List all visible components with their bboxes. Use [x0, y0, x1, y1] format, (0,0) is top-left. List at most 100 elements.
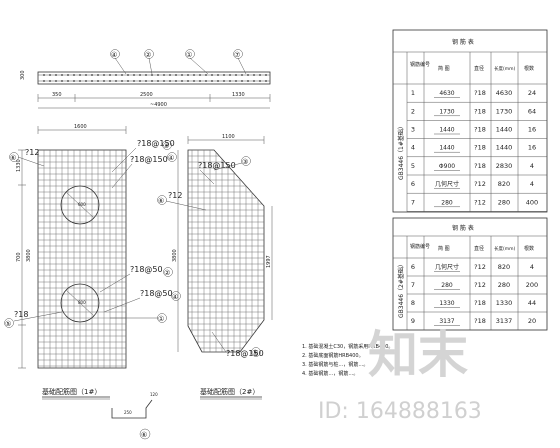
table-cell-row-dia: ?12 [474, 180, 486, 188]
table-cell-row-no: 9 [411, 317, 415, 325]
panel1-side-dim-2: 700 [16, 252, 22, 262]
table-cell-row-len: 4630 [496, 89, 513, 97]
table-cell-row-len: 280 [498, 281, 510, 289]
panel1-callout-3: ③ [163, 142, 169, 150]
table-cell-row-len: 3137 [496, 317, 513, 325]
rebar-dot [43, 74, 45, 76]
rebar-dot [85, 80, 87, 82]
foundation-strip-elevation: 300 350 2500 1330 ~4900 ④ ② ① ⑦ [20, 49, 271, 109]
table-cell-row-len: 1440 [496, 126, 513, 134]
rebar-dot [115, 74, 117, 76]
table1-title: 钢 筋 表 [452, 38, 474, 46]
hole-label-lower: 800 [78, 300, 86, 305]
rebar-dot [205, 80, 207, 82]
table-cell-row-dia: ?18 [474, 317, 486, 325]
table-cell-row-no: 4 [411, 144, 415, 152]
panel2-callout-6: ⑥ [158, 197, 164, 205]
rebar-dot [133, 74, 135, 76]
watermark: 知末 ID: 164888163 [318, 326, 482, 424]
table-cell-row-shape: 1330 [439, 300, 454, 307]
rebar-dot [157, 80, 159, 82]
rebar-dot [193, 74, 195, 76]
rebar-dot [265, 74, 267, 76]
panel1-caption: 基础配筋图（1#） [42, 387, 101, 396]
rebar-dot [151, 80, 153, 82]
rebar-dot [169, 80, 171, 82]
note-4: 4. 基础钢筋…，钢筋…。 [302, 370, 358, 377]
panel2-label-top-rebar: ?18@150 [198, 161, 236, 170]
rebar-dot [67, 80, 69, 82]
rebar-dot [253, 80, 255, 82]
rebar-dot [217, 74, 219, 76]
table-cell-row-no: 8 [411, 299, 415, 307]
table1-header-dia: 直径 [474, 65, 484, 72]
strip-callout-7: ⑦ [234, 51, 240, 59]
table-cell-row-shape: 3137 [439, 318, 454, 325]
rebar-dot [109, 74, 111, 76]
rebar-dot [43, 80, 45, 82]
table-cell-row-dia: ?18 [474, 144, 486, 152]
panel1-callout-5: ⑤ [5, 320, 11, 328]
panel2-callout-9: ⑨ [252, 349, 258, 357]
table2-header-shape: 简 图 [438, 245, 450, 252]
table-cell-row-dia: ?12 [474, 198, 486, 206]
rebar-dot [181, 80, 183, 82]
notes-block: 1. 基础混凝土C30，钢筋采用HRB400。 2. 基础底面钢筋HRB400。… [302, 343, 393, 377]
rebar-dot [259, 80, 261, 82]
detail-dim-2: 120 [150, 392, 158, 397]
strip-callout-4: ④ [111, 51, 117, 59]
foundation-plan-1: 600 800 1600 1330 700 3800 ⑥ ?12 ?18@150… [4, 124, 181, 400]
table-cell-row-len: 1440 [496, 144, 513, 152]
table-cell-row-len: 820 [498, 263, 510, 271]
rebar-dot [181, 74, 183, 76]
rebar-dot [61, 80, 63, 82]
rebar-dot [49, 74, 51, 76]
table-cell-row-cnt: 24 [528, 89, 536, 97]
table-cell-row-shape: 1730 [439, 108, 454, 115]
rebar-dot [163, 74, 165, 76]
rebar-dot [265, 80, 267, 82]
rebar-dot [211, 80, 213, 82]
panel1-side-dim-1: 1330 [16, 159, 22, 172]
table-cell-row-no: 7 [411, 198, 415, 206]
table1-header-shape: 简 图 [438, 65, 450, 72]
strip-dim-3: 1330 [232, 92, 245, 98]
rebar-dot [145, 74, 147, 76]
panel1-callout-4b: ④ [172, 293, 178, 301]
rebar-dot [211, 74, 213, 76]
rebar-dot [193, 80, 195, 82]
rebar-dot [187, 80, 189, 82]
rebar-dot [73, 80, 75, 82]
table-cell-row-len: 820 [498, 180, 510, 188]
detail-dim-1: 250 [124, 410, 132, 415]
table1-group-label: GB3446（1#基础） [397, 123, 405, 180]
rebar-dot [247, 74, 249, 76]
rebar-dot [55, 74, 57, 76]
rebar-dot [199, 80, 201, 82]
table-cell-row-dia: ?18 [474, 126, 486, 134]
table-cell-row-dia: ?12 [474, 281, 486, 289]
rebar-dot [67, 74, 69, 76]
rebar-dot [217, 80, 219, 82]
rebar-dot [79, 80, 81, 82]
strip-side-dim: 300 [20, 70, 26, 80]
table-cell-row-len: 1330 [496, 299, 513, 307]
table-cell-row-len: 2830 [496, 162, 513, 170]
table-cell-row-cnt: 400 [526, 198, 538, 206]
rebar-dot [157, 74, 159, 76]
rebar-dot [169, 74, 171, 76]
panel1-label-18: ?18 [14, 310, 28, 319]
table-cell-row-cnt: 16 [528, 144, 536, 152]
table-cell-row-cnt: 4 [530, 162, 534, 170]
table-cell-row-shape: 280 [441, 282, 453, 289]
table-cell-row-dia: ?18 [474, 162, 486, 170]
panel1-label-mid-rebar: ?18@150 [130, 155, 168, 164]
rebar-dot [223, 80, 225, 82]
rebar-dot [91, 74, 93, 76]
rebar-dot [139, 74, 141, 76]
panel1-side-dim-3: 3800 [26, 249, 32, 262]
rebar-dot [103, 74, 105, 76]
panel2-label-12: ?12 [168, 191, 182, 200]
panel1-callout-6: ⑥ [10, 154, 16, 162]
